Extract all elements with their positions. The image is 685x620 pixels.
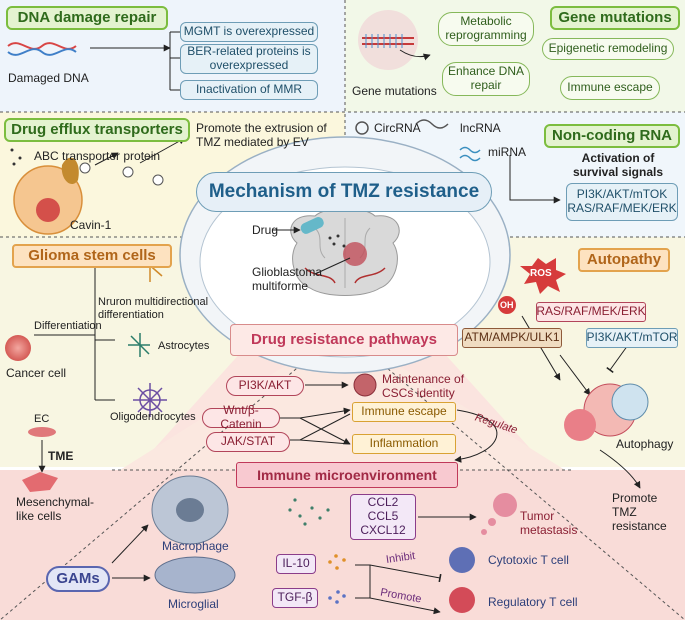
ncrna-title: Non-coding RNA bbox=[544, 124, 680, 148]
pi3k-mtor-pathway: PI3K/AKT/mTOR bbox=[586, 328, 678, 348]
oligodendrocytes-label: Oligodendrocytes bbox=[110, 411, 196, 423]
dna-repair-item: BER-related proteins is overexpressed bbox=[180, 44, 318, 74]
atm-pathway: ATM/AMPK/ULK1 bbox=[462, 328, 562, 348]
gene-mutation-item: Metabolic reprogramming bbox=[438, 12, 534, 46]
survival-signals: PI3K/AKT/mTOK RAS/RAF/MEK/ERK bbox=[566, 183, 678, 221]
microglial-label: Microglial bbox=[168, 597, 219, 611]
differentiation-label: Differentiation bbox=[34, 320, 102, 332]
cytotoxic-label: Cytotoxic T cell bbox=[488, 553, 569, 567]
gene-mutation-item: Epigenetic remodeling bbox=[542, 38, 674, 60]
wnt-pill: Wnt/β-Catenin bbox=[202, 403, 280, 431]
damaged-dna-label: Damaged DNA bbox=[8, 71, 89, 85]
tumor-metastasis-label: Tumor metastasis bbox=[520, 509, 578, 537]
tgfb-box: TGF-β bbox=[272, 588, 318, 608]
gene-mutations-caption: Gene mutations bbox=[352, 84, 437, 98]
drug-resistance-pathways: Drug resistance pathways bbox=[230, 324, 458, 356]
autophagy-label: Autophagy bbox=[616, 437, 674, 451]
circrna-label: CircRNA bbox=[374, 121, 421, 135]
csc-label: Maintenance of CSCs identity bbox=[382, 372, 465, 400]
tumor-label: Glioblastoma multiforme bbox=[252, 265, 323, 293]
dna-repair-item: Inactivation of MMR bbox=[180, 80, 318, 100]
gene-mutation-item: Enhance DNA repair bbox=[442, 62, 530, 96]
astrocytes-label: Astrocytes bbox=[158, 340, 210, 352]
gene-mutations-title: Gene mutations bbox=[550, 6, 680, 30]
dna-repair-title: DNA damage repair bbox=[6, 6, 168, 30]
center-title: Mechanism of TMZ resistance bbox=[196, 172, 492, 212]
cavin-label: Cavin-1 bbox=[70, 218, 112, 232]
mirna-label: miRNA bbox=[488, 145, 526, 159]
ras-pathway: RAS/RAF/MEK/ERK bbox=[536, 302, 646, 322]
chemokines-box: CCL2 CCL5 CXCL12 bbox=[350, 494, 416, 540]
jak-stat-pill: JAK/STAT bbox=[206, 432, 290, 452]
gams-badge: GAMs bbox=[46, 566, 110, 592]
lncrna-label: lncRNA bbox=[460, 121, 501, 135]
efflux-promote-text: Promote the extrusion of TMZ mediated by… bbox=[196, 121, 327, 149]
immune-microenvironment: Immune microenvironment bbox=[236, 462, 458, 488]
drug-label: Drug bbox=[252, 223, 279, 237]
neuron-label: Nruron multidirectional differentiation bbox=[98, 296, 209, 321]
inflammation-pill: Inflammation bbox=[352, 434, 456, 454]
mesenchymal-label: Mesenchymal-like cells bbox=[16, 495, 95, 523]
promote-tmz-label: Promote TMZ resistance bbox=[612, 491, 667, 533]
ec-label: EC bbox=[34, 413, 50, 425]
activation-label: Activation of survival signals bbox=[572, 151, 664, 179]
ros-label: ROS bbox=[530, 268, 552, 279]
oh-label: OH bbox=[500, 300, 514, 310]
pi3k-akt-pill: PI3K/AKT bbox=[226, 376, 304, 396]
efflux-title: Drug efflux transporters bbox=[4, 118, 190, 142]
macrophage-label: Macrophage bbox=[162, 539, 229, 553]
regulatory-label: Regulatory T cell bbox=[488, 595, 578, 609]
il10-box: IL-10 bbox=[276, 554, 316, 574]
dna-repair-item: MGMT is overexpressed bbox=[180, 22, 318, 42]
abc-transporter-label: ABC transporter protein bbox=[34, 149, 161, 163]
cancer-cell-label: Cancer cell bbox=[6, 366, 67, 380]
autophagy-title: Autopathy bbox=[578, 248, 670, 272]
gene-mutation-item: Immune escape bbox=[560, 76, 660, 100]
immune-escape-pill: Immune escape bbox=[352, 402, 456, 422]
stem-cells-title: Glioma stem cells bbox=[12, 244, 172, 268]
tme-label: TME bbox=[48, 449, 74, 463]
